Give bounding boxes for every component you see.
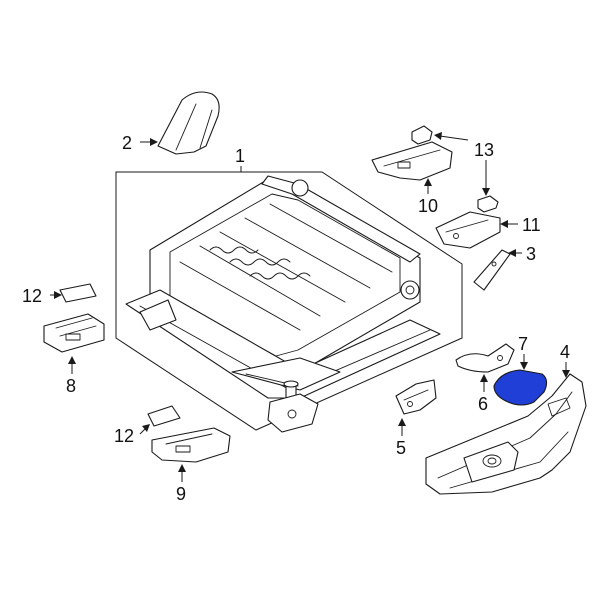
- callout-4: 4: [560, 342, 570, 362]
- callout-1: 1: [235, 146, 245, 166]
- leader-10: [424, 178, 432, 194]
- part-8-plate[interactable]: [43, 313, 105, 353]
- part-7-handle-highlighted[interactable]: [493, 369, 548, 406]
- part-1-seat-frame[interactable]: [125, 175, 441, 399]
- part-1-lower-bracket[interactable]: [267, 393, 319, 433]
- callout-2: 2: [122, 133, 132, 153]
- leader-2: [140, 138, 158, 146]
- callout-11: 11: [522, 215, 541, 235]
- leader-9: [178, 464, 186, 482]
- part-13-clip-upper[interactable]: [411, 125, 433, 145]
- callout-3: 3: [526, 244, 536, 264]
- part-6-lever[interactable]: [455, 343, 515, 373]
- leader-12-lower: [139, 424, 150, 435]
- part-13-clip-lower[interactable]: [477, 195, 499, 213]
- part-3-trim[interactable]: [473, 249, 511, 291]
- part-10-plate[interactable]: [371, 141, 453, 181]
- leader-12-upper: [50, 291, 62, 299]
- leader-3: [508, 249, 522, 257]
- leader-13: [434, 132, 490, 196]
- callout-9: 9: [176, 484, 186, 504]
- callout-10: 10: [418, 196, 438, 216]
- callout-12-upper: 12: [22, 286, 42, 306]
- leader-8: [68, 356, 76, 374]
- part-2-cover[interactable]: [157, 91, 220, 155]
- leader-7: [520, 354, 528, 370]
- part-4-side-shield[interactable]: [425, 373, 587, 495]
- part-5-bracket[interactable]: [395, 379, 437, 415]
- leader-6: [480, 374, 488, 392]
- part-12-cover-lower[interactable]: [147, 405, 181, 427]
- leader-4: [562, 362, 570, 378]
- frame-box-part-1: [115, 171, 463, 431]
- callout-12-lower: 12: [114, 426, 134, 446]
- callout-13: 13: [474, 140, 494, 160]
- callout-8: 8: [66, 376, 76, 396]
- callout-7: 7: [518, 334, 528, 354]
- part-12-cover-left[interactable]: [59, 283, 97, 303]
- leader-11: [500, 220, 518, 228]
- callout-5: 5: [396, 438, 406, 458]
- callout-6: 6: [478, 394, 488, 414]
- leader-5: [398, 418, 406, 436]
- part-11-bracket[interactable]: [435, 211, 501, 249]
- part-9-plate[interactable]: [151, 427, 231, 463]
